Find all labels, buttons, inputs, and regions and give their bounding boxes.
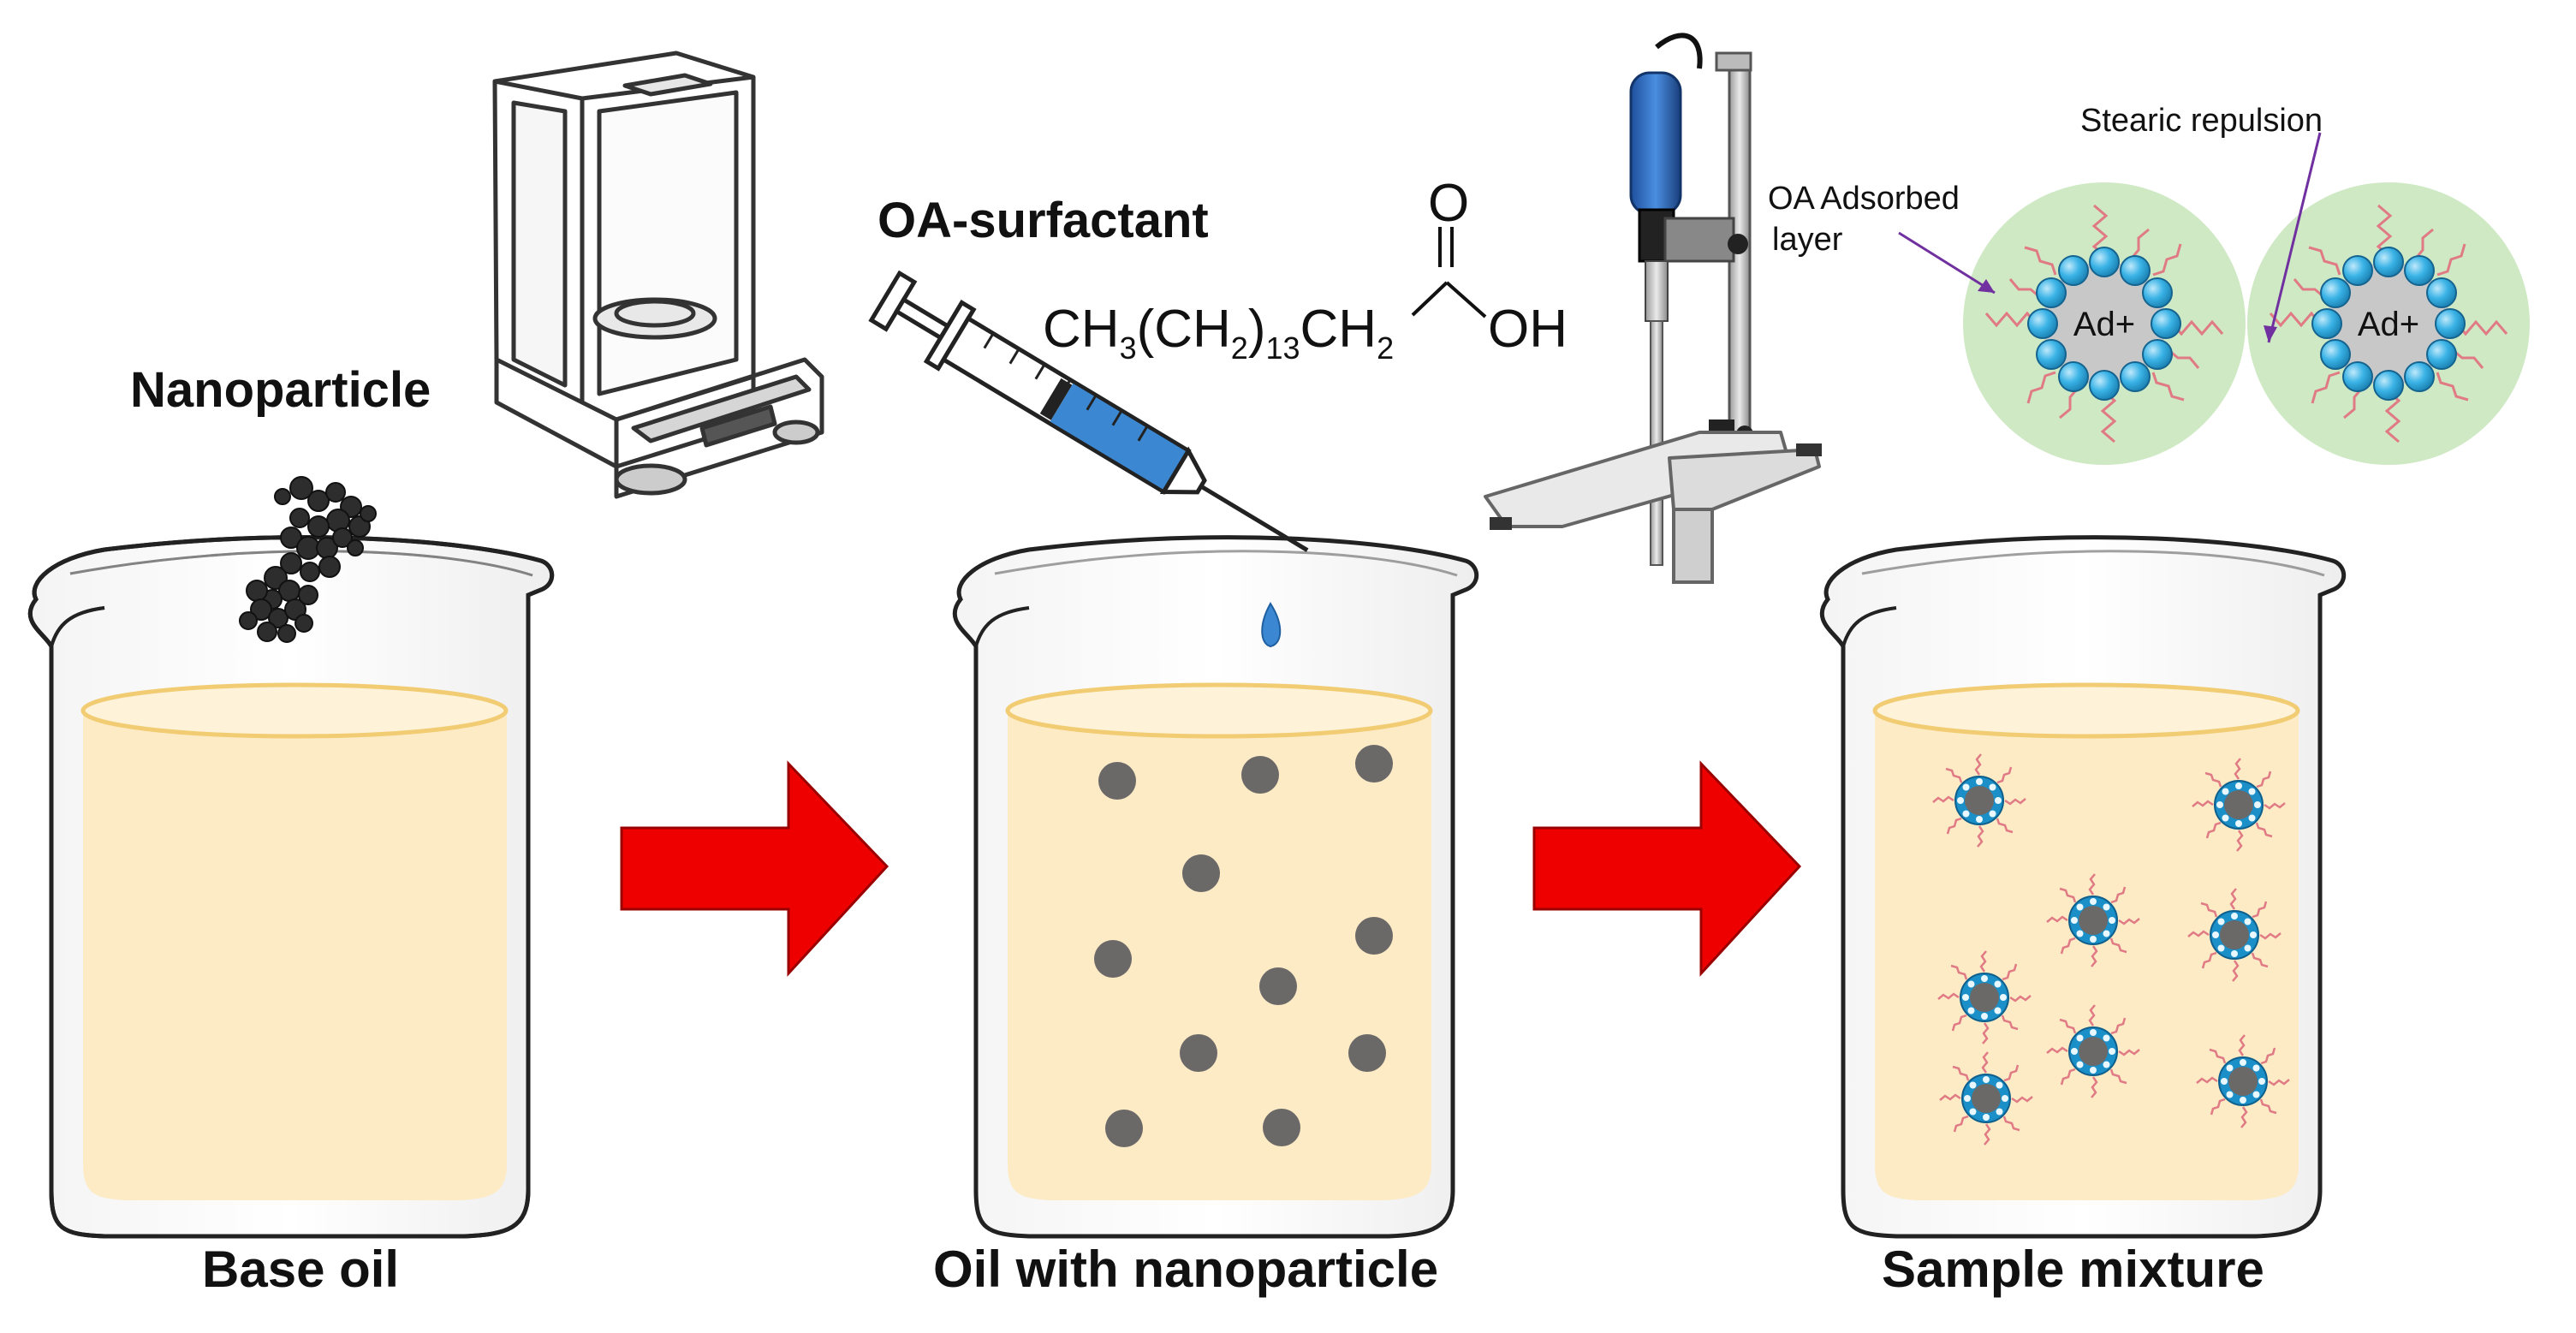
- nanoparticle-dot: [1098, 762, 1136, 800]
- steric-repulsion-label: Stearic repulsion: [2080, 103, 2323, 139]
- process-arrow-icon: [620, 762, 889, 975]
- nanoparticle-dot: [1180, 1034, 1217, 1072]
- beaker-oil-with-nanoparticle: [955, 538, 1476, 1236]
- steric-pointer: [2267, 132, 2322, 343]
- svg-text:CH3(CH2)13CH2: CH3(CH2)13CH2: [1043, 300, 1394, 366]
- nanoparticle-dot: [1182, 854, 1220, 892]
- nanoparticle-powder-icon: [239, 476, 377, 643]
- oa-drop-icon: [1261, 602, 1282, 648]
- nanoparticle-dot: [1355, 917, 1393, 955]
- dispersed-nanoparticles: [1094, 745, 1393, 1147]
- particle-core-label: Ad+: [2358, 306, 2419, 343]
- surfactant-label: OA-surfactant: [878, 193, 1209, 248]
- svg-text:O: O: [1428, 174, 1469, 233]
- sample-mixture-label: Sample mixture: [1882, 1241, 2264, 1298]
- nanoparticle-dot: [1263, 1109, 1300, 1146]
- base-oil-label: Base oil: [202, 1241, 399, 1298]
- nanoparticle-dot: [1259, 967, 1297, 1005]
- oil-with-nanoparticle-label: Oil with nanoparticle: [933, 1241, 1438, 1298]
- adsorbed-layer-label-line1: OA Adsorbed: [1768, 181, 1960, 217]
- particle-core-label: Ad+: [2073, 306, 2135, 343]
- steric-repulsion-illustration: Ad+ Ad+: [1961, 181, 2531, 467]
- adsorbed-layer-label-line2: layer: [1772, 222, 1843, 258]
- beaker-sample-mixture: [1822, 538, 2343, 1236]
- analytical-balance-icon: [492, 51, 824, 499]
- adsorbed-layer-pointer: [1898, 231, 1996, 295]
- process-arrow-icon: [1532, 762, 1801, 975]
- nanoparticle-dot: [1241, 756, 1279, 794]
- beaker-base-oil: [30, 538, 551, 1236]
- nanoparticle-dot: [1355, 745, 1393, 783]
- nanoparticle-label: Nanoparticle: [130, 362, 431, 418]
- homogenizer-stirrer-icon: [1484, 33, 1822, 584]
- syringe-icon: [868, 270, 1309, 552]
- nanoparticle-dot: [1105, 1110, 1143, 1147]
- nanoparticle-dot: [1094, 940, 1132, 978]
- svg-text:OH: OH: [1488, 300, 1568, 359]
- oleic-acid-formula: CH3(CH2)13CH2 O OH: [1043, 174, 1568, 366]
- nanoparticle-dot: [1348, 1034, 1386, 1072]
